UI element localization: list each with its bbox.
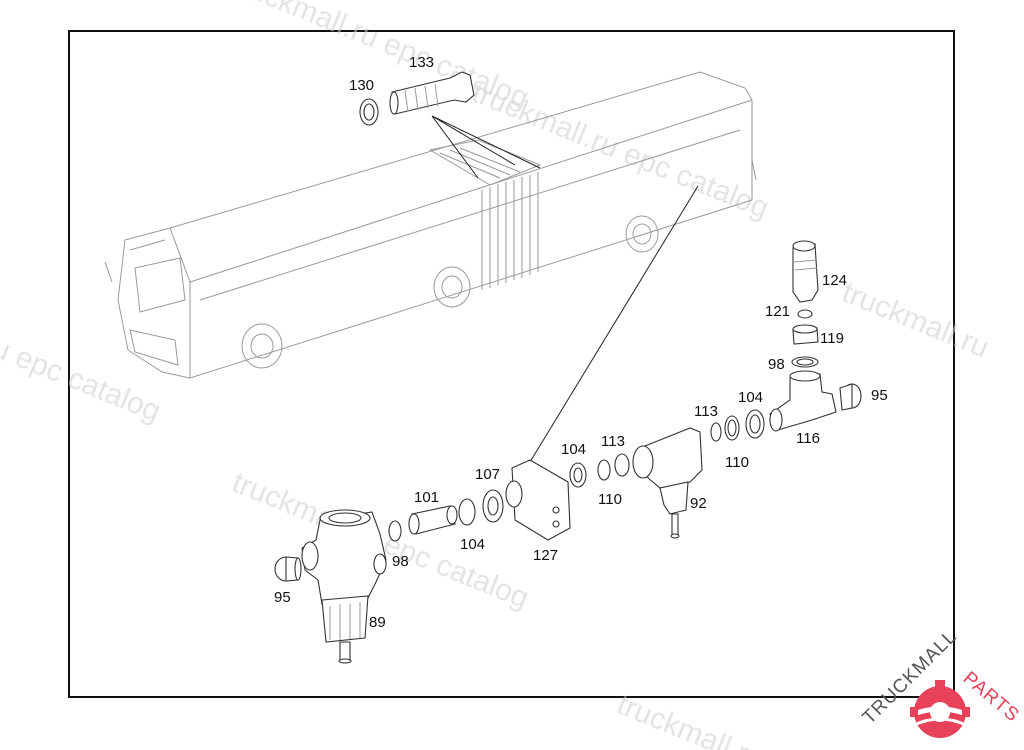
label-110-right: 110	[725, 454, 749, 471]
part-110-mid	[597, 459, 611, 481]
part-110-right	[710, 422, 722, 442]
logo-text-parts: PARTS	[959, 668, 1024, 727]
label-110-mid: 110	[598, 491, 622, 508]
label-119: 119	[820, 330, 844, 347]
label-124: 124	[822, 272, 847, 289]
part-98-upper	[791, 356, 819, 368]
label-130: 130	[349, 77, 374, 94]
truckmall-parts-logo: TRUCKMALL PARTS	[859, 626, 1024, 738]
part-133	[389, 71, 475, 115]
part-104-left	[458, 498, 476, 526]
label-104-mid: 104	[561, 441, 586, 458]
label-95-left: 95	[274, 589, 291, 606]
label-107: 107	[475, 466, 500, 483]
label-98-lower: 98	[392, 553, 409, 570]
part-113-mid	[614, 453, 630, 477]
label-89: 89	[369, 614, 386, 631]
part-89	[301, 509, 387, 664]
part-labels: 130 133 124 121 119 98 104 95 113 116 11…	[274, 54, 888, 631]
part-116	[769, 370, 837, 432]
label-98-upper: 98	[768, 356, 785, 373]
watermark-text: u epc catalog	[0, 331, 165, 428]
part-127	[505, 459, 571, 541]
bus-articulation-bellows	[428, 139, 542, 290]
part-107	[482, 489, 504, 523]
label-101: 101	[414, 489, 439, 506]
watermark-text: truckmall.ru	[612, 688, 768, 750]
part-101	[408, 505, 458, 535]
part-121	[797, 309, 813, 319]
part-119	[792, 324, 819, 345]
label-104-left: 104	[460, 536, 485, 553]
part-95-left	[274, 556, 302, 582]
diagram-frame	[68, 30, 955, 698]
watermark: truckmall.ru epc catalog u epc catalog t…	[0, 0, 993, 750]
label-116: 116	[796, 430, 820, 447]
part-95-right	[839, 383, 862, 411]
label-127: 127	[533, 547, 558, 564]
bus-illustration	[104, 71, 757, 379]
watermark-text: truckmall.ru	[837, 276, 993, 365]
watermark-text: truckmall.ru epc catalog	[467, 76, 773, 225]
label-113-right: 113	[694, 403, 718, 420]
label-92: 92	[690, 495, 707, 512]
label-121: 121	[765, 303, 790, 320]
part-104-right	[745, 409, 765, 439]
gear-icon	[903, 680, 977, 738]
part-92	[632, 427, 703, 539]
part-124	[792, 240, 819, 303]
part-104-mid	[569, 462, 587, 488]
label-133: 133	[409, 54, 434, 71]
part-98-lower	[388, 520, 402, 542]
part-113-right	[724, 415, 740, 441]
label-113-mid: 113	[601, 433, 625, 450]
leader-lines	[431, 115, 699, 463]
label-104-right: 104	[738, 389, 763, 406]
label-95-right: 95	[871, 387, 888, 404]
part-130	[359, 98, 379, 126]
